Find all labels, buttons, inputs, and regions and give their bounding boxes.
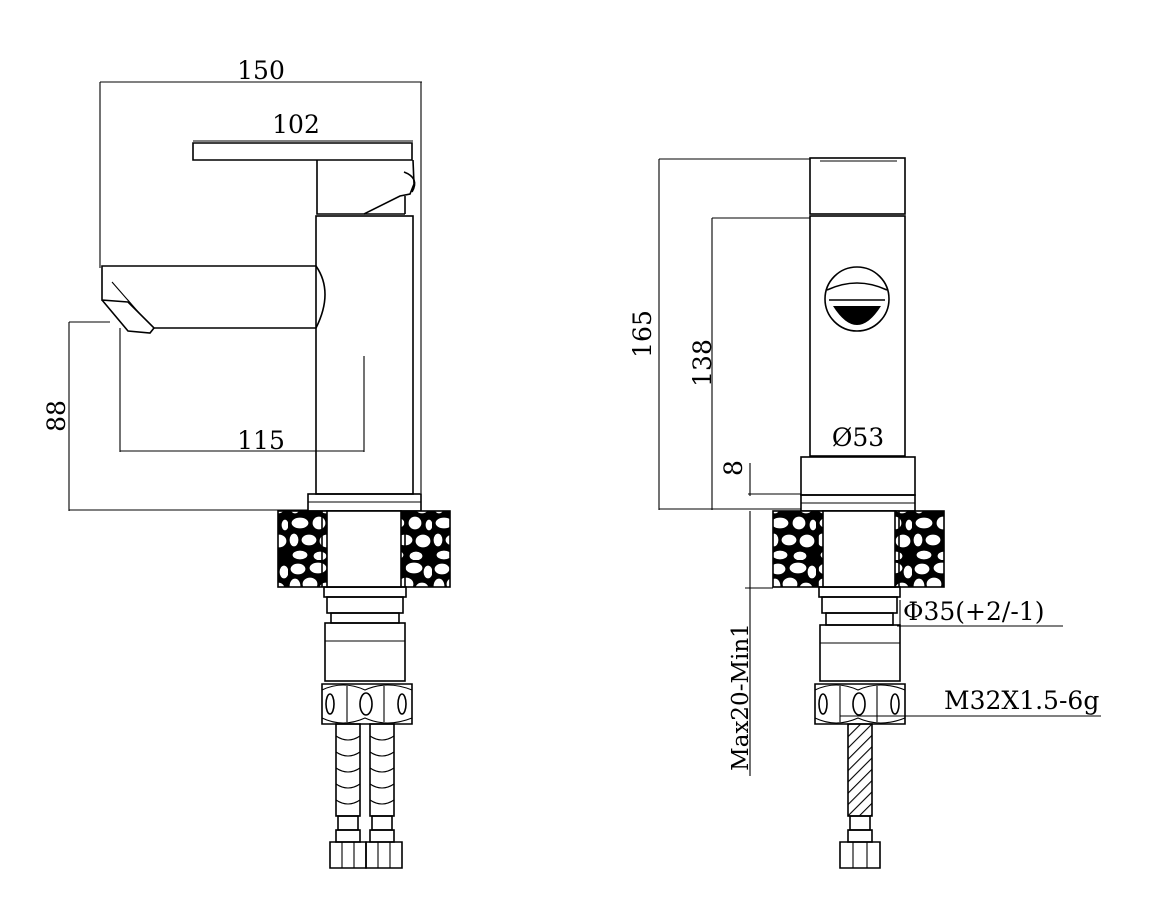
dimension-115-label: 115 [237,426,285,455]
dimension-8: 8 [719,460,801,496]
front-view: 165 138 Ø53 [628,157,1101,869]
dimension-thread-spec: M32X1.5-6g [840,686,1101,717]
front-body [809,215,906,457]
spout [101,265,326,334]
deck-section [277,510,451,588]
handle-cap [316,159,416,215]
mounting-shank [323,586,407,682]
dimension-shank-diameter-label: Φ35(+2/-1) [903,597,1044,626]
dimension-165-label: 165 [628,310,657,358]
dimension-thread-spec-label: M32X1.5-6g [944,686,1099,715]
dimension-165: 165 [628,158,810,510]
base-flange [307,493,422,512]
front-hex-nut [814,683,906,725]
dimension-deck-thickness: Max20-Min1 [728,511,773,776]
dimension-138-label: 138 [688,339,717,387]
dimension-88-label: 88 [42,400,71,432]
dimension-88: 88 [42,321,308,511]
dimension-150: 150 [99,56,422,493]
dimension-150-label: 150 [237,56,285,85]
dimension-102-label: 102 [272,110,320,139]
aerator-outlet [824,266,890,332]
dimension-138: 138 [688,217,810,510]
dimension-deck-thickness-label: Max20-Min1 [728,623,754,771]
front-handle-cap [809,157,906,215]
front-base-flange: Ø53 [800,423,916,512]
dimension-diameter-53-label: Ø53 [832,423,884,452]
front-mounting-shank [818,586,901,682]
dimension-102: 102 [193,110,413,142]
dimension-shank-diameter: Φ35(+2/-1) [897,597,1063,627]
flexible-hoses [329,723,403,869]
front-deck-section [772,510,945,588]
front-flexible-hose [839,723,881,869]
handle-lever [192,142,413,161]
side-view: 150 102 [42,56,451,869]
hex-nut [321,683,413,725]
dimension-8-label: 8 [719,460,748,476]
faucet-body [315,215,414,495]
dimension-115: 115 [119,328,365,455]
